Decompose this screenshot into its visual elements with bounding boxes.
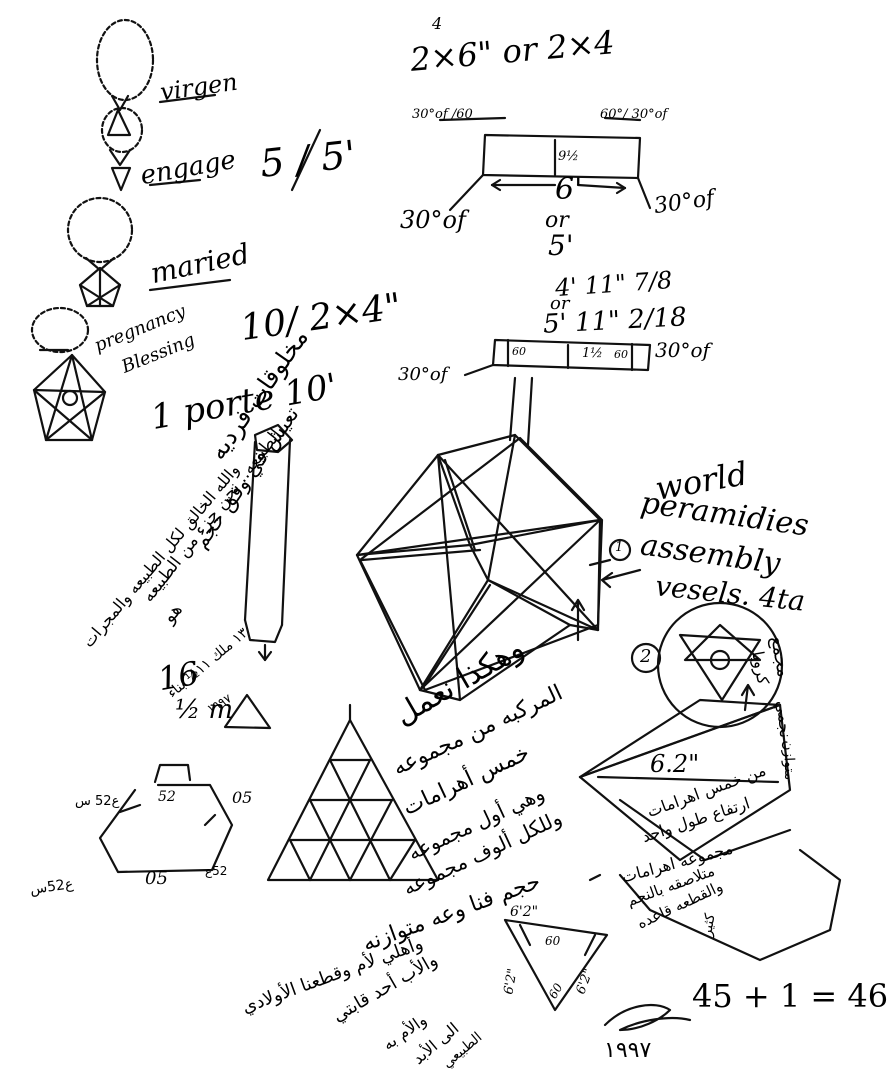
circle-one-label: 1 bbox=[615, 540, 624, 555]
hexagon-sketch bbox=[98, 763, 234, 874]
beam-depth: 9½ bbox=[558, 149, 579, 164]
pyramid-assembly-sketch bbox=[355, 433, 604, 702]
hex-label-bottom: 05 bbox=[145, 868, 168, 889]
hexagonal-prism-sketch bbox=[243, 423, 294, 662]
triangle-grid-sketch bbox=[266, 703, 440, 882]
handwritten-sketch-sheet: virgen engage maried pregnancy Blessing … bbox=[29, 14, 888, 1072]
necklace-engage-icon bbox=[100, 106, 144, 192]
beam2-depth: 1½ bbox=[582, 346, 603, 361]
beam-end-right: 60°/ 30°of bbox=[600, 107, 668, 122]
beam-cut-left: 30°of bbox=[400, 206, 466, 234]
year-label: ١٩٩٧ bbox=[604, 1038, 652, 1063]
beam-sketch-middle bbox=[463, 338, 652, 377]
hex-label-left: ع52 س bbox=[75, 794, 120, 809]
bottom-triangle-sketch bbox=[503, 918, 609, 1012]
hex-label-right: 05 bbox=[232, 788, 253, 807]
equation-label: 45 + 1 = 46 bbox=[692, 977, 888, 1015]
dims-mid-b: 5' 11" 2/18 bbox=[542, 302, 688, 340]
necklace-pregnancy-icon bbox=[30, 306, 107, 442]
half-m-label: ½ m bbox=[175, 695, 234, 725]
necklace-maried-icon bbox=[66, 196, 134, 308]
arabic-right-line-2: كرويا bbox=[748, 649, 773, 686]
big-triangle-dim: 6.2" bbox=[650, 750, 700, 778]
sketch-drawing bbox=[30, 18, 842, 1032]
small-tri-top: 6'2" bbox=[510, 904, 539, 920]
beam2-right-end: 30°of bbox=[655, 338, 710, 362]
dims-top-super: 4 bbox=[432, 14, 443, 33]
beam-sketch-top bbox=[438, 116, 652, 212]
arabic-right-line-4: متوازن bbox=[780, 739, 798, 781]
arabic-right-line-10: كثير bbox=[699, 912, 719, 938]
necklace-virgin-icon bbox=[95, 18, 155, 137]
hex-label-bottom-right: 52ع bbox=[205, 864, 228, 878]
arabic-right-line-3: نجمي bbox=[773, 699, 796, 739]
ratio-five: 5 / 5' bbox=[257, 132, 358, 186]
big-triangle-sketch bbox=[578, 683, 842, 962]
beam-end-left: 30°of /60 bbox=[412, 107, 473, 122]
signature-scribble bbox=[603, 1003, 692, 1032]
beam2-inner-right: 60 bbox=[614, 348, 628, 361]
circle-two-label: 2 bbox=[640, 646, 652, 667]
beam2-left-end: 30°of bbox=[398, 364, 448, 385]
beam-length: 6' bbox=[555, 172, 583, 207]
hex-label-top: 52 bbox=[158, 789, 176, 805]
beam-alt: 5' bbox=[548, 229, 574, 262]
beam-or: or bbox=[545, 208, 569, 233]
small-tri-60a: 60 bbox=[545, 934, 561, 948]
dims-mid-or: or bbox=[550, 293, 570, 314]
beam2-inner-left: 60 bbox=[512, 345, 526, 358]
small-triangle-icon bbox=[223, 693, 272, 730]
